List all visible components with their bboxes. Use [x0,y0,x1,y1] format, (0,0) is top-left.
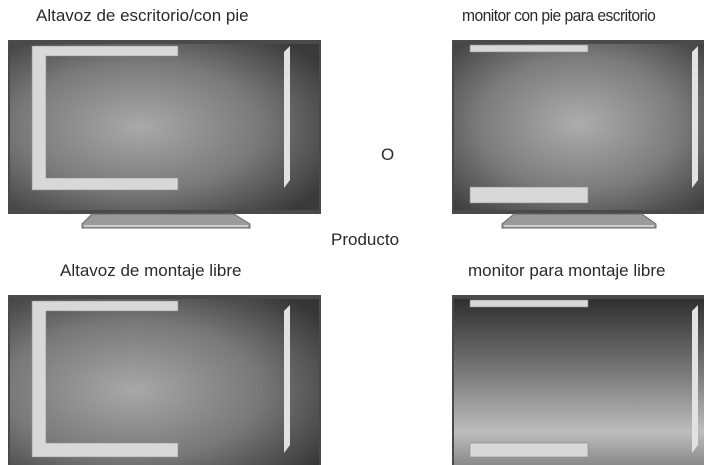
caption-desk-speaker: Altavoz de escritorio/con pie [36,6,249,25]
monitor-desk-image [452,40,704,232]
caption-wall-speaker: Altavoz de montaje libre [60,261,242,280]
caption-desk-monitor: monitor con pie para escritorio [462,6,656,25]
caption-wall-monitor: monitor para montaje libre [468,261,666,280]
monitor-wall-image [452,295,704,465]
monitor-desk-speaker-image [8,40,321,232]
or-label: O [381,145,395,164]
monitor-wall-speaker-image [8,295,321,465]
product-label: Producto [331,230,400,249]
